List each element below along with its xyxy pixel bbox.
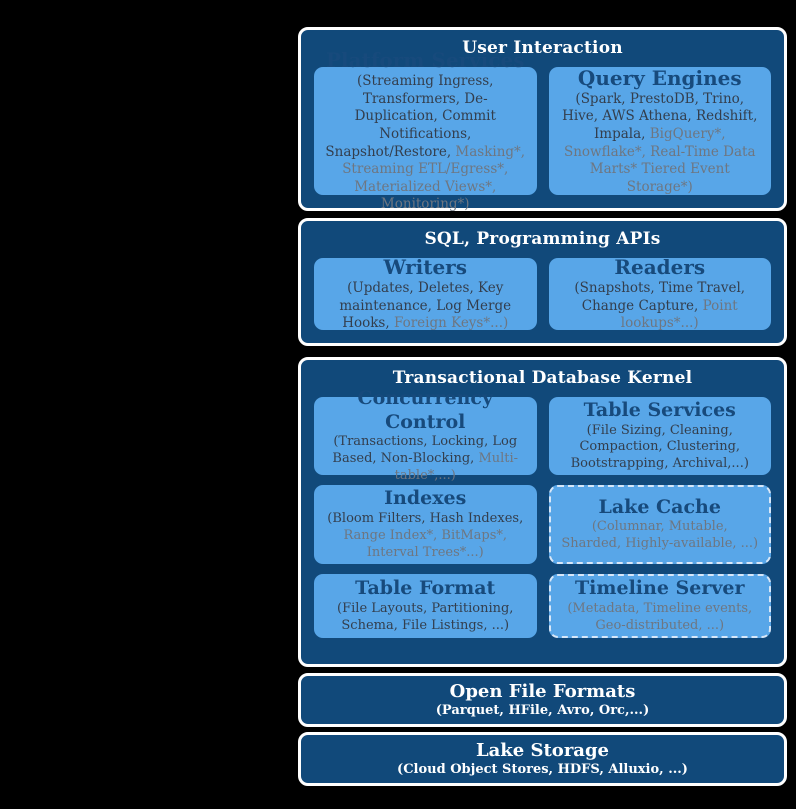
box-title-table-format: Table Format xyxy=(355,577,496,600)
box-text-writers: (Updates, Deletes, Key maintenance, Log … xyxy=(324,280,527,333)
section-user-interaction: User Interaction Platform Services (Stre… xyxy=(298,27,787,212)
box-writers: Writers (Updates, Deletes, Key maintenan… xyxy=(314,255,537,333)
section-title-user-interaction: User Interaction xyxy=(462,38,623,58)
box-text-table-services: (File Sizing, Cleaning, Compaction, Clus… xyxy=(559,423,762,474)
section-transactional-database-kernel: Transactional Database Kernel Concurrenc… xyxy=(298,357,787,667)
box-title-timeline-server: Timeline Server xyxy=(575,577,745,600)
box-text-indexes: (Bloom Filters, Hash Indexes, Range Inde… xyxy=(324,511,527,562)
section-lake-storage: Lake Storage (Cloud Object Stores, HDFS,… xyxy=(298,732,787,786)
box-query-engines: Query Engines (Spark, PrestoDB, Trino, H… xyxy=(548,65,771,196)
text-dark: (File Layouts, Partitioning, Schema, Fil… xyxy=(337,600,514,633)
box-title-query-engines: Query Engines xyxy=(577,65,742,90)
box-text-timeline-server: (Metadata, Timeline events, Geo-distribu… xyxy=(561,601,760,635)
user-interaction-boxes: Platform Services (Streaming Ingress, Tr… xyxy=(301,48,784,212)
sql-apis-boxes: Writers (Updates, Deletes, Key maintenan… xyxy=(301,249,784,333)
box-text-readers: (Snapshots, Time Travel, Change Capture,… xyxy=(559,280,762,333)
box-text-concurrency-control: (Transactions, Locking, Log Based, Non-B… xyxy=(324,434,527,485)
section-title-open-file-formats: Open File Formats xyxy=(449,680,636,702)
box-platform-services: Platform Services (Streaming Ingress, Tr… xyxy=(314,48,537,212)
box-title-concurrency-control: Concurrency Control xyxy=(357,386,494,433)
text-gray: Point lookups*...) xyxy=(620,297,738,332)
box-title-indexes: Indexes xyxy=(384,487,467,510)
text-dark: (Snapshots, Time Travel, Change Capture, xyxy=(574,280,746,314)
text-gray: (Metadata, Timeline events, Geo-distribu… xyxy=(567,600,753,633)
section-sql-programming-apis: SQL, Programming APIs Writers (Updates, … xyxy=(298,218,787,346)
box-concurrency-control: Concurrency Control (Transactions, Locki… xyxy=(314,387,537,483)
kernel-boxes: Concurrency Control (Transactions, Locki… xyxy=(301,387,784,638)
text-gray: (Columnar, Mutable, Sharded, Highly-avai… xyxy=(561,519,759,552)
section-title-kernel: Transactional Database Kernel xyxy=(392,368,693,388)
text-dark: (Streaming Ingress, Transformers, De-Dup… xyxy=(325,73,496,160)
text-gray: BigQuery*, Snowflake*, Real-Time Data Ma… xyxy=(563,125,756,195)
box-indexes: Indexes (Bloom Filters, Hash Indexes, Ra… xyxy=(314,485,537,564)
text-dark: (Spark, PrestoDB, Trino, Hive, AWS Athen… xyxy=(562,90,758,142)
box-readers: Readers (Snapshots, Time Travel, Change … xyxy=(548,255,771,333)
box-title-readers: Readers xyxy=(614,255,706,280)
box-text-lake-cache: (Columnar, Mutable, Sharded, Highly-avai… xyxy=(561,519,760,553)
text-gray: Range Index*, BitMaps*, Interval Trees*.… xyxy=(343,527,508,560)
box-text-query-engines: (Spark, PrestoDB, Trino, Hive, AWS Athen… xyxy=(559,91,762,196)
architecture-diagram: User Interaction Platform Services (Stre… xyxy=(298,27,787,786)
text-dark: (Transactions, Locking, Log Based, Non-B… xyxy=(332,434,518,467)
section-title-lake-storage: Lake Storage xyxy=(475,739,609,761)
text-gray: Foreign Keys*...) xyxy=(393,315,509,332)
box-title-table-services: Table Services xyxy=(583,398,736,421)
section-open-file-formats: Open File Formats (Parquet, HFile, Avro,… xyxy=(298,673,787,727)
text-gray: Multi-table*,...) xyxy=(394,451,519,484)
section-subtitle-lake-storage: (Cloud Object Stores, HDFS, Alluxio, ...… xyxy=(397,761,688,777)
text-dark: (File Sizing, Cleaning, Compaction, Clus… xyxy=(570,422,749,472)
box-title-platform-services: Platform Services xyxy=(325,48,525,73)
text-dark: (Updates, Deletes, Key maintenance, Log … xyxy=(339,280,512,332)
box-table-services: Table Services (File Sizing, Cleaning, C… xyxy=(548,397,771,475)
box-lake-cache: Lake Cache (Columnar, Mutable, Sharded, … xyxy=(548,485,771,564)
box-text-table-format: (File Layouts, Partitioning, Schema, Fil… xyxy=(324,601,527,635)
text-dark: (Bloom Filters, Hash Indexes, xyxy=(327,511,524,527)
section-title-sql-apis: SQL, Programming APIs xyxy=(424,229,661,249)
box-title-lake-cache: Lake Cache xyxy=(598,495,721,518)
box-timeline-server: Timeline Server (Metadata, Timeline even… xyxy=(548,574,771,638)
box-table-format: Table Format (File Layouts, Partitioning… xyxy=(314,574,537,638)
text-gray: Masking*, Streaming ETL/Egress*, Materia… xyxy=(342,143,526,213)
box-text-platform-services: (Streaming Ingress, Transformers, De-Dup… xyxy=(324,73,527,213)
box-title-writers: Writers xyxy=(383,255,467,280)
section-subtitle-open-file-formats: (Parquet, HFile, Avro, Orc,...) xyxy=(435,702,650,718)
